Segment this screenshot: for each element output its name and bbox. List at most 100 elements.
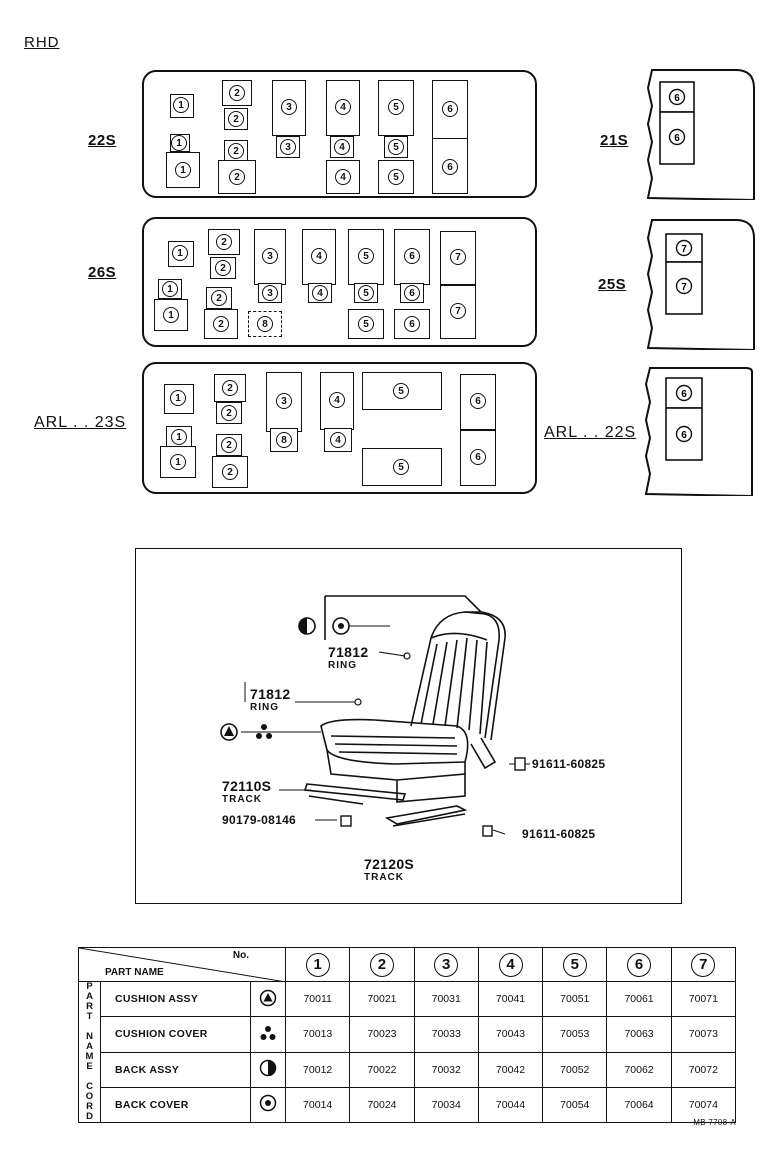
cushion-cover-symbol [256,724,272,739]
seat-block: 6 [400,283,424,303]
seat-number: 2 [221,437,237,453]
seat-block: 2 [222,80,252,106]
seat-block: 2 [224,108,248,130]
figure-reference: MB 7708-A [693,1118,736,1127]
part-code: 70054 [542,1086,608,1124]
layout-label-arl-23s: ARL . . 23S [34,414,127,431]
column-header: 7 [670,947,737,982]
seat-number: 2 [221,405,237,421]
seat-block: 2 [224,140,248,162]
seat-number: 3 [262,248,278,264]
seat-number: 5 [358,285,374,301]
half-circle-icon [249,1051,287,1088]
part-name: BACK COVER [100,1086,251,1124]
seat-block: 6 [460,374,496,430]
seat-block: 4 [302,229,336,285]
column-header: 5 [542,947,608,982]
seat-number: 6 [442,101,458,117]
seat-layout-26s: 1 1 1 2 2 2 2 3 3 8 4 4 5 5 5 6 6 6 7 7 [142,217,537,347]
seat-number: 1 [171,135,187,151]
layout-label-21s: 21S [600,132,629,149]
seat-number: 7 [681,282,687,293]
seat-block: 3 [276,136,300,158]
part-name-header: PART NAME [105,967,164,978]
seat-block: 6 [394,229,430,285]
column-header: 6 [606,947,672,982]
seat-block: 5 [354,283,378,303]
seat-block: 1 [170,134,190,152]
seat-number: 1 [173,97,189,113]
part-code: 70052 [542,1051,608,1088]
seat-number: 5 [388,139,404,155]
seat-block: 4 [326,80,360,136]
seat-block: 1 [170,94,194,118]
table-row: CUSHION COVER 70013 70023 70033 70043 70… [79,1016,737,1053]
seat-block: 3 [272,80,306,136]
part-code: 70014 [285,1086,351,1124]
seat-number: 4 [335,99,351,115]
seat-number: 1 [175,162,191,178]
seat-number: 2 [215,260,231,276]
seat-number: 3 [281,99,297,115]
seat-number: 6 [470,449,486,465]
part-code: 70061 [606,980,672,1018]
part-code: 70073 [670,1016,737,1053]
three-dots-icon [249,1016,287,1053]
bolt-right-lower-code: 91611-60825 [522,827,596,841]
seat-number: 3 [262,285,278,301]
seat-illustration [220,595,530,837]
part-code: 70041 [477,980,544,1018]
seat-block: 2 [218,160,256,194]
seat-number: 6 [404,248,420,264]
seat-number: 1 [170,390,186,406]
seat-block: 7 [440,231,476,285]
seat-number: 2 [211,290,227,306]
seat-number: 7 [450,303,466,319]
seat-block: 1 [158,279,182,299]
seat-number: 8 [276,432,292,448]
seat-number: 6 [674,93,680,104]
seat-number: 6 [681,389,687,400]
seat-block: 1 [166,152,200,188]
seat-number: 6 [674,133,680,144]
seat-number: 5 [393,383,409,399]
part-code: 70013 [285,1016,351,1053]
seat-block: 4 [324,428,352,452]
seat-block: 1 [154,299,188,331]
part-code: 70051 [542,980,608,1018]
seat-number: 6 [404,285,420,301]
seat-block: 2 [212,456,248,488]
seat-number: 2 [229,85,245,101]
seat-block: 6 [460,430,496,486]
layout-label-25s: 25S [598,276,627,293]
part-code: 70012 [285,1051,351,1088]
seat-number: 5 [358,248,374,264]
seat-number: 4 [335,169,351,185]
back-cover-symbol [332,617,350,635]
cushion-assy-symbol [220,723,238,741]
seat-number: 6 [442,159,458,175]
table-header-row: No. PART NAME 1 2 3 4 5 6 7 [77,947,737,982]
column-header: 4 [477,947,544,982]
seat-block: 5 [378,160,414,194]
part-name: CUSHION COVER [100,1016,251,1053]
part-code: 70063 [606,1016,672,1053]
table-row: BACK COVER 70014 70024 70034 70044 70054… [79,1086,737,1124]
seat-block: 3 [254,229,286,285]
column-header: 1 [285,947,351,982]
seat-block: 6 [432,80,468,140]
seat-number: 7 [681,244,687,255]
triangle-circle-icon [249,980,287,1018]
table-corner-cell: No. PART NAME [77,947,287,982]
part-code: 70053 [542,1016,608,1053]
part-code: 70072 [670,1051,737,1088]
bolt-left-code: 90179-08146 [222,813,297,827]
part-code: 70021 [349,980,415,1018]
bolt-right-upper-code: 91611-60825 [532,757,606,771]
seat-number: 2 [229,169,245,185]
part-code: 70074 [670,1086,737,1124]
rhd-label: RHD [24,34,60,51]
seat-block: 4 [330,136,354,158]
seat-block: 2 [210,257,236,279]
